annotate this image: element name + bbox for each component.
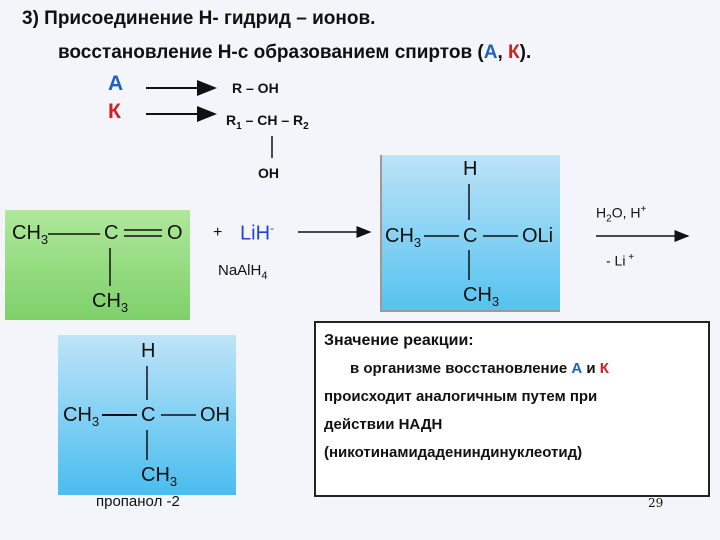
title-letter-a: А (483, 42, 498, 63)
ketone-ch3-bottom: CH3 (92, 290, 129, 315)
lih-charge: - (270, 221, 275, 235)
intermediate-ch3-bottom: CH3 (463, 284, 500, 309)
hydrolysis-li: - Li + (606, 252, 635, 269)
note-line2: в организме восстановление А и К (350, 360, 609, 377)
product-h: H (141, 340, 156, 362)
r1-text: R (226, 112, 237, 128)
scheme-product-k: R1 – CH – R2 (226, 112, 309, 132)
scheme-k-oh: OH (258, 165, 279, 181)
intermediate-ch3-left: CH3 (385, 225, 422, 250)
note-letter-k: К (599, 360, 609, 377)
intermediate-h: H (463, 158, 478, 180)
naalh-text: NaAlH (218, 262, 262, 279)
product-ch3-left: CH3 (63, 404, 100, 429)
reagent-lih: LiH- (240, 221, 274, 246)
note-letter-a: А (571, 360, 583, 377)
intermediate-c: C (463, 225, 478, 247)
note-title: Значение реакции: (324, 332, 474, 349)
r1-sub: 1 (236, 120, 242, 132)
ketone-c: C (104, 222, 119, 244)
scheme-product-a: R – OH (232, 80, 279, 96)
product-c: C (141, 404, 156, 426)
lih-text: LiH (240, 222, 271, 245)
ketone-o: O (167, 222, 183, 244)
note-line3: происходит аналогичным путем при (324, 388, 598, 405)
note-line4: действии НАДН (324, 416, 443, 433)
r2-sub: 2 (303, 120, 309, 132)
title-text: восстановление Н-с образованием спиртов … (58, 42, 484, 63)
intermediate-oli: OLi (522, 225, 554, 247)
k-mid-text: – CH – R (241, 112, 304, 128)
note-line5: (никотинамидадениндинуклеотид) (324, 444, 583, 461)
scheme-letter-a: А (108, 72, 124, 95)
intermediate-box (380, 155, 560, 312)
scheme-letter-k: К (108, 100, 121, 123)
naalh-sub: 4 (261, 270, 268, 282)
slide-title-line2: восстановление Н-с образованием спиртов … (58, 42, 531, 64)
title-sep: , (497, 42, 509, 63)
product-oh: OH (200, 404, 230, 426)
reagent-naalh4: NaAlH4 (218, 262, 267, 282)
product-ch3-bottom: CH3 (141, 464, 178, 489)
ketone-ch3-left: CH3 (12, 222, 49, 247)
page-number: 29 (648, 496, 664, 510)
hydrolysis-h2o: H2O, H+ (596, 204, 647, 225)
ketone-box (5, 210, 190, 320)
product-box (58, 335, 236, 495)
reaction-note-box: Значение реакции: в организме восстановл… (314, 321, 710, 497)
reagent-plus: + (213, 224, 223, 241)
slide-title-line1: 3) Присоединение Н- гидрид – ионов. (22, 8, 376, 29)
title-letter-k: К (508, 42, 520, 63)
title-end: ). (519, 42, 532, 63)
product-name: пропанол -2 (96, 493, 180, 510)
